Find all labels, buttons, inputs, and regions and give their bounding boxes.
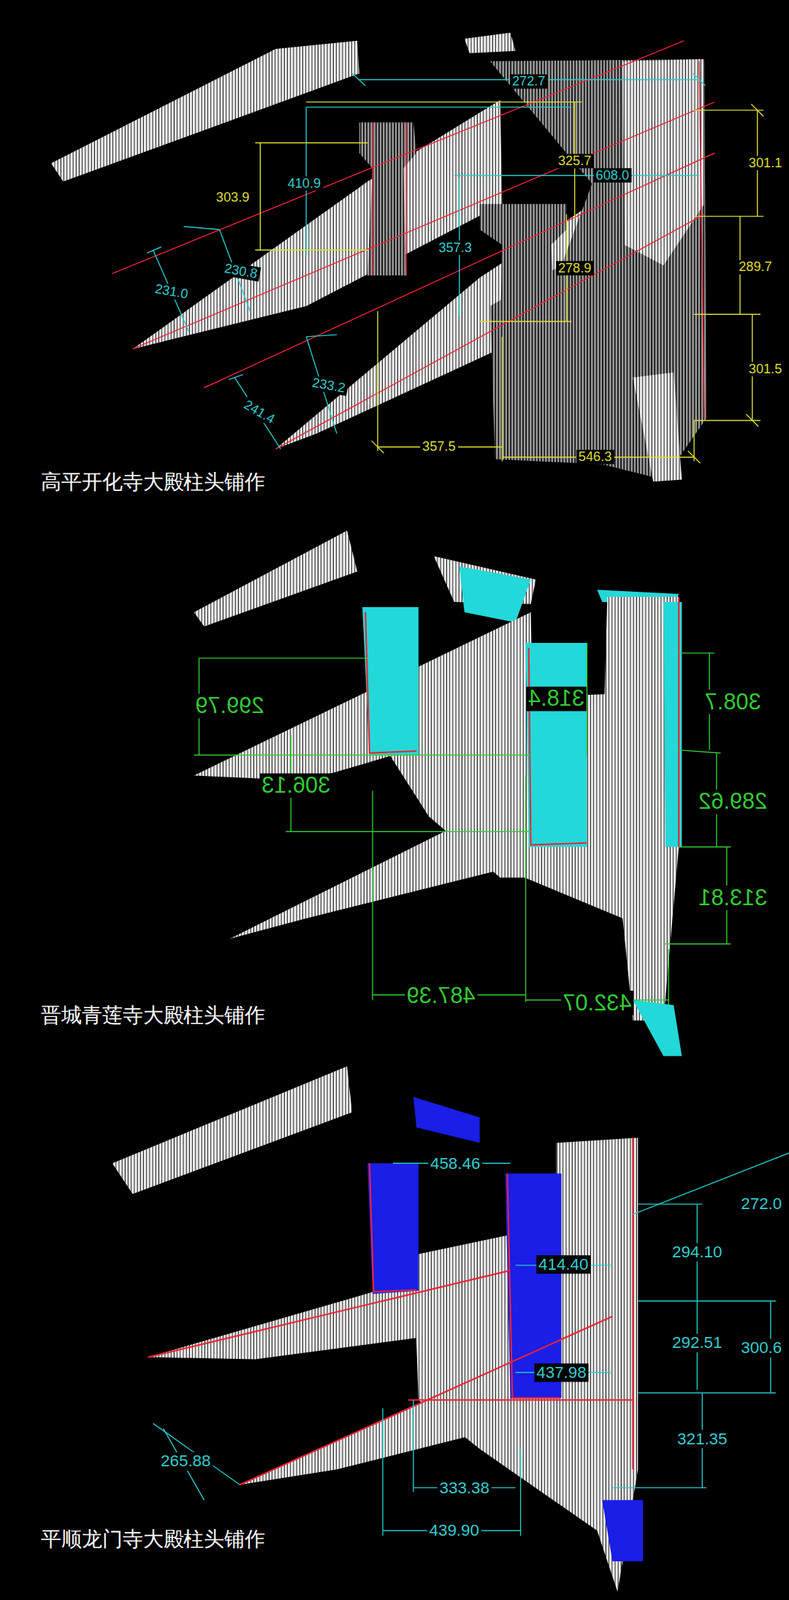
dimension-value: 301.5 bbox=[746, 362, 784, 377]
dimension-value: 265.88 bbox=[158, 1452, 213, 1471]
dimension-value: 292.51 bbox=[669, 1333, 724, 1353]
dimension-value: 437.98 bbox=[534, 1363, 589, 1382]
dimension-value: 308.7 bbox=[702, 689, 764, 715]
dimension-value: 306.13 bbox=[259, 773, 333, 799]
dimension-value: 357.3 bbox=[436, 240, 475, 255]
dimension-value: 294.10 bbox=[669, 1242, 724, 1261]
dimension-value: 318.4 bbox=[526, 686, 587, 712]
dimension-value: 414.40 bbox=[536, 1255, 591, 1274]
dimension-value: 313.81 bbox=[696, 885, 770, 911]
dimension-value: 439.90 bbox=[427, 1521, 482, 1541]
dimension-value: 300.6 bbox=[739, 1339, 785, 1358]
panel-longmen bbox=[112, 1066, 789, 1592]
panel-qinglian bbox=[193, 530, 731, 1056]
dimension-value: 333.38 bbox=[437, 1478, 492, 1497]
dimension-value: 241.4 bbox=[239, 396, 280, 429]
dimension-value: 608.0 bbox=[593, 168, 632, 183]
dimension-value: 432.07 bbox=[561, 990, 635, 1016]
dimension-value: 231.0 bbox=[151, 281, 192, 303]
dimension-value: 289.7 bbox=[736, 260, 774, 275]
dimension-value: 410.9 bbox=[285, 176, 323, 191]
dimension-value: 357.5 bbox=[420, 439, 458, 455]
dimension-value: 289.62 bbox=[696, 789, 770, 815]
dimension-value: 301.1 bbox=[746, 155, 784, 171]
dimension-value: 321.35 bbox=[675, 1429, 730, 1448]
dimension-value: 299.79 bbox=[193, 694, 267, 719]
figure-caption: 晋城青莲寺大殿柱头铺作 bbox=[38, 1003, 268, 1027]
dimension-value: 325.7 bbox=[555, 154, 594, 169]
dimension-value: 487.39 bbox=[404, 983, 478, 1009]
dimension-value: 272.0 bbox=[739, 1195, 785, 1214]
dimension-value: 272.7 bbox=[509, 74, 548, 90]
dimension-value: 546.3 bbox=[576, 450, 614, 465]
dimension-value: 278.9 bbox=[555, 260, 594, 276]
figure-caption: 高平开化寺大殿柱头铺作 bbox=[38, 470, 268, 494]
figure-caption: 平顺龙门寺大殿柱头铺作 bbox=[38, 1527, 268, 1551]
dimension-value: 458.46 bbox=[428, 1154, 483, 1173]
dimension-value: 233.2 bbox=[309, 375, 349, 397]
panel-kaihua bbox=[51, 32, 764, 483]
dimension-value: 303.9 bbox=[214, 190, 252, 206]
